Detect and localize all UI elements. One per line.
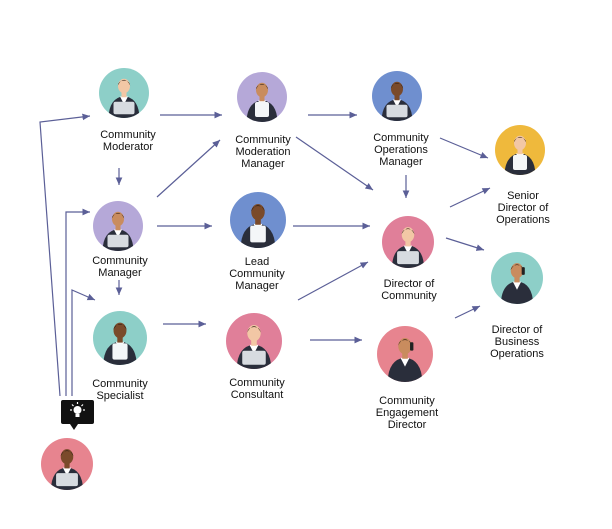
edge-community-engagement-director-to-director-of-business-operations — [454, 305, 481, 319]
edge-entry-candidate-to-community-manager — [65, 208, 90, 396]
label-community-engagement-director: Community Engagement Director — [375, 395, 439, 431]
person-on-phone-icon — [500, 263, 534, 304]
lightbulb-badge-tail — [70, 424, 78, 430]
edge-entry-candidate-to-community-specialist — [71, 289, 96, 396]
edge-entry-candidate-to-community-moderator — [39, 113, 91, 397]
edge-director-of-community-to-senior-director-of-operations — [449, 187, 491, 208]
node-community-moderator — [99, 68, 149, 118]
lightbulb-icon — [70, 402, 85, 417]
node-community-engagement-director — [377, 326, 433, 382]
person-with-laptop-icon — [50, 449, 84, 490]
label-community-specialist: Community Specialist — [92, 378, 148, 402]
node-community-specialist — [93, 311, 147, 365]
person-with-laptop-icon — [108, 78, 140, 118]
edge-community-manager-to-community-moderation-manager — [156, 139, 221, 198]
edge-community-moderation-manager-to-director-of-community — [295, 136, 374, 191]
edge-community-consultant-to-director-of-community — [297, 261, 369, 301]
edge-community-operations-manager-to-senior-director-of-operations — [439, 137, 489, 159]
label-lead-community-manager: Lead Community Manager — [229, 256, 285, 292]
person-with-tablet-icon — [240, 204, 276, 248]
node-senior-director-of-operations — [495, 125, 545, 175]
person-on-phone-icon — [387, 338, 423, 382]
edge-director-of-community-to-director-of-business-operations — [445, 237, 485, 251]
node-director-of-business-operations — [491, 252, 543, 304]
person-with-laptop-icon — [391, 227, 425, 268]
node-lead-community-manager — [230, 192, 286, 248]
person-with-tablet-icon — [246, 82, 278, 122]
node-director-of-community — [382, 216, 434, 268]
person-with-laptop-icon — [236, 325, 272, 369]
label-community-operations-manager: Community Operations Manager — [373, 132, 429, 168]
person-with-laptop-icon — [102, 211, 134, 251]
label-community-moderator: Community Moderator — [100, 129, 156, 153]
label-director-of-business-operations: Director of Business Operations — [490, 324, 544, 360]
label-community-moderation-manager: Community Moderation Manager — [235, 134, 291, 170]
node-community-operations-manager — [372, 71, 422, 121]
person-with-tablet-icon — [103, 322, 137, 365]
person-with-tablet-icon — [504, 135, 536, 175]
node-community-manager — [93, 201, 143, 251]
label-senior-director-of-operations: Senior Director of Operations — [496, 190, 550, 226]
person-with-laptop-icon — [381, 81, 413, 121]
role-nodes — [41, 68, 545, 490]
connector-lines — [39, 111, 491, 397]
label-community-manager: Community Manager — [92, 255, 148, 279]
lightbulb-badge — [61, 400, 94, 430]
node-community-moderation-manager — [237, 72, 287, 122]
label-director-of-community: Director of Community — [381, 278, 437, 302]
node-entry-candidate — [41, 438, 93, 490]
label-community-consultant: Community Consultant — [229, 377, 285, 401]
node-community-consultant — [226, 313, 282, 369]
